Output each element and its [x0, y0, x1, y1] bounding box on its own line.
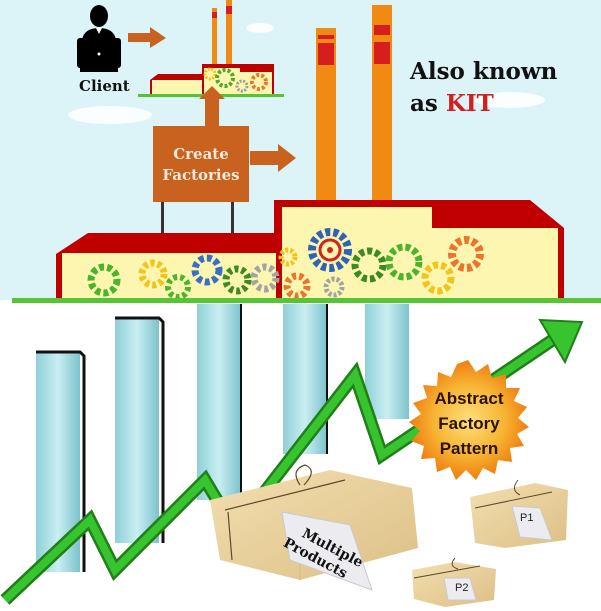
also-known-as-heading: Also known as KIT — [410, 56, 557, 120]
create-factories-line1: Create — [173, 145, 229, 163]
package-multiple-products — [210, 464, 418, 591]
arrow-right-icon — [128, 27, 166, 48]
gear-icons — [87, 228, 484, 300]
client-label: Client — [79, 77, 130, 95]
package-p2 — [412, 557, 496, 607]
person-laptop-icon — [77, 5, 121, 72]
small-factory — [138, 0, 284, 97]
clouds — [68, 23, 545, 124]
chimneys — [316, 5, 392, 200]
badge-label: Abstract Factory Pattern — [416, 386, 522, 461]
starburst-badge — [409, 360, 529, 480]
ground-line — [12, 298, 601, 303]
create-factories-sign — [153, 126, 296, 244]
badge-line2: Factory — [438, 414, 500, 433]
kit-highlight: KIT — [445, 90, 494, 117]
also-known-line2: as KIT — [410, 90, 494, 117]
also-known-line1: Also known — [410, 58, 558, 85]
badge-line1: Abstract — [434, 389, 504, 408]
arrow-up-icon — [199, 86, 225, 126]
badge-line3: Pattern — [439, 439, 499, 458]
create-factories-line2: Factories — [162, 166, 240, 184]
package-p1 — [470, 479, 568, 548]
p1-tag-label: P1 — [520, 512, 534, 524]
p2-tag-label: P2 — [455, 582, 469, 594]
create-factories-label: Create Factories — [153, 144, 249, 186]
